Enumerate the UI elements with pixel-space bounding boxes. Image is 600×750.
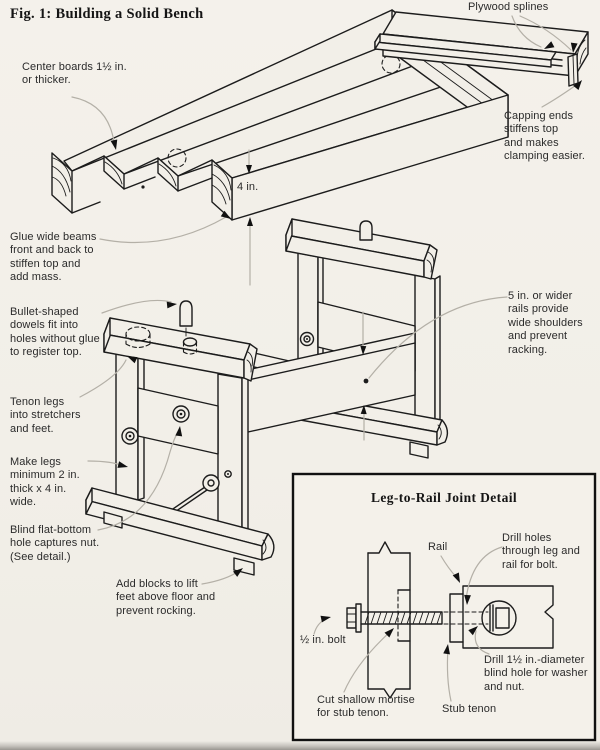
label-stub-tenon: Stub tenon: [442, 703, 497, 715]
rear-trestle: [285, 218, 449, 459]
leg-bolt-head: [121, 427, 139, 445]
front-left-leg: [115, 353, 139, 501]
label-half-inch-bolt: ½ in. bolt: [300, 634, 346, 646]
label-add-blocks: Add blocks to lift feet above floor and …: [116, 578, 216, 617]
arrowheads: [110, 41, 582, 577]
registration-dot: [141, 185, 145, 189]
plywood-spline-long: [374, 33, 557, 68]
rear-cleat: [285, 218, 438, 280]
front-right-leg: [217, 373, 243, 546]
detail-inset: [291, 472, 597, 742]
label-center-boards: Center boards 1½ in. or thicker.: [22, 61, 127, 87]
label-bullet-dowels: Bullet-shaped dowels fit into holes with…: [10, 306, 100, 359]
page-edge-shadow: [0, 741, 600, 750]
rail-blind-hole-washer: [172, 405, 190, 423]
label-drill-holes: Drill holes through leg and rail for bol…: [502, 532, 580, 571]
leg-bolt-hole: [224, 470, 232, 478]
label-cut-mortise: Cut shallow mortise for stub tenon.: [317, 694, 415, 720]
leader-lines: [71, 15, 580, 585]
label-tenon-legs: Tenon legs into stretchers and feet.: [10, 396, 81, 435]
inset-bolt: [346, 603, 443, 633]
rear-bolt-washer: [299, 331, 315, 347]
registration-dowel-rear: [359, 220, 373, 241]
inset-blind-hole: [481, 600, 517, 636]
rail-reference-dot: [363, 378, 369, 384]
rear-right-leg: [414, 274, 436, 425]
front-foot: [85, 487, 275, 576]
inset-leaders: [313, 546, 503, 702]
inset-nut: [495, 607, 510, 629]
figure-title: Fig. 1: Building a Solid Bench: [10, 6, 204, 22]
front-cleat: [103, 300, 258, 382]
label-rail: Rail: [428, 541, 448, 553]
label-glue-wide-beams: Glue wide beams front and back to stiffe…: [10, 231, 97, 284]
label-top-thickness: 4 in.: [237, 181, 259, 193]
plywood-spline-short: [567, 53, 579, 87]
dowel-hole-open: [182, 337, 198, 355]
bullet-dowel: [179, 300, 193, 327]
rear-foot-block: [409, 441, 429, 459]
front-trestle: [85, 300, 275, 576]
end-grain-front-beam: [211, 159, 233, 221]
inset-border: [291, 472, 597, 742]
label-plywood-splines: Plywood splines: [468, 1, 549, 13]
inset-rail: [443, 585, 554, 649]
end-cap-assembly: [374, 11, 589, 87]
dowel-hole-dashed: [125, 326, 151, 349]
label-wide-rails: 5 in. or wider rails provide wide should…: [508, 290, 583, 356]
label-blind-hole-note: Drill 1½ in.-diameter blind hole for was…: [484, 654, 588, 693]
label-blind-hole: Blind flat-bottom hole captures nut. (Se…: [10, 524, 100, 563]
exploded-washer: [202, 474, 220, 492]
inset-title: Leg-to-Rail Joint Detail: [370, 490, 518, 505]
inset-stub-tenon: [449, 593, 464, 643]
dowel-hole-mark-left: [167, 148, 187, 168]
label-make-legs: Make legs minimum 2 in. thick x 4 in. wi…: [10, 456, 80, 509]
label-capping-ends: Capping ends stiffens top and makes clam…: [504, 110, 586, 163]
